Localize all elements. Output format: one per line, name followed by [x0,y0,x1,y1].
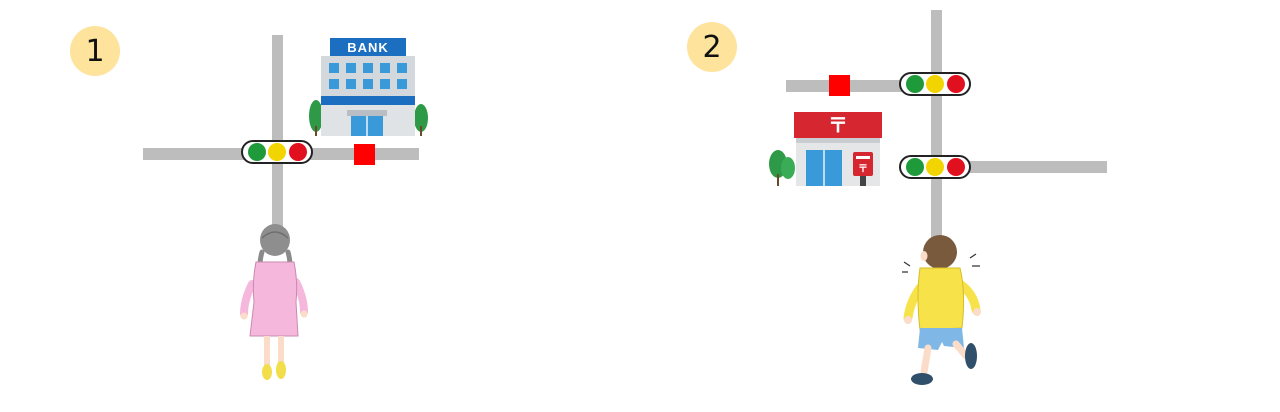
traffic-light-right [899,155,971,179]
yellow-light-icon [926,75,944,93]
post-sign-text: 〒 [828,113,848,137]
red-marker [354,144,375,165]
yellow-light-icon [268,143,286,161]
scene-1: 1 BANK [70,26,428,380]
road-horizontal-right [936,161,1107,173]
green-light-icon [905,75,924,93]
traffic-light [241,140,313,164]
road-horizontal-top [786,80,936,92]
red-light-icon [288,143,307,161]
yellow-light-icon [926,158,944,176]
green-light-icon [905,158,924,176]
bank-sign-text: BANK [347,40,389,55]
scene-number-badge: 2 [687,22,737,72]
road-vertical [272,35,283,240]
green-light-icon [247,143,266,161]
red-marker [829,75,850,96]
bank-building-icon: BANK [309,38,428,136]
post-office-icon: 〒 〒 [769,112,882,186]
road-vertical [931,10,942,240]
girl-figure-icon [240,224,308,380]
traffic-light-top [899,72,971,96]
red-light-icon [946,158,965,176]
red-light-icon [946,75,965,93]
svg-text:〒: 〒 [858,163,868,175]
scene-number-badge: 1 [70,26,120,76]
scene-2: 2 〒 〒 [640,0,1280,412]
boy-figure-icon [902,235,981,385]
